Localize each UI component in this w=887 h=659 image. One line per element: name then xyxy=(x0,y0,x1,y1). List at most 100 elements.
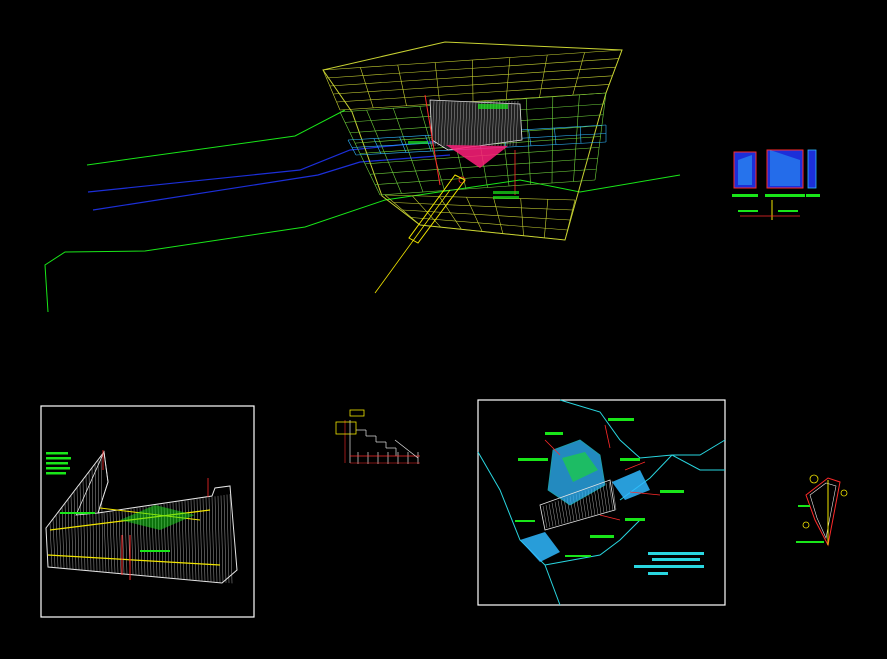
hatch-line xyxy=(88,472,92,571)
mesh-line xyxy=(419,224,566,241)
hatch-line xyxy=(455,100,459,147)
hatch-line xyxy=(91,468,95,571)
hatch-line xyxy=(602,483,608,513)
hatch-line xyxy=(67,499,71,569)
viewport-frame xyxy=(477,399,726,606)
hatch-line xyxy=(560,499,566,524)
hatch-line xyxy=(509,100,513,147)
hatch-line xyxy=(596,486,602,514)
mesh-line xyxy=(472,59,474,102)
hatch-line xyxy=(557,500,563,525)
hatch-line xyxy=(226,494,230,584)
hatch-line xyxy=(542,505,548,529)
hatch-line xyxy=(608,481,614,511)
hatch-line xyxy=(97,460,101,572)
mesh-line xyxy=(336,84,610,103)
mesh-line xyxy=(539,54,548,98)
hatch-line xyxy=(470,100,474,147)
hatch-line xyxy=(473,100,477,147)
hatch-line xyxy=(554,501,560,525)
conduit-pipe[interactable] xyxy=(374,174,466,294)
hatch-line xyxy=(611,480,617,510)
section-details[interactable] xyxy=(732,149,820,220)
hatch-line xyxy=(208,497,212,582)
hatch-line xyxy=(214,496,218,583)
terrain-mesh-upper xyxy=(322,41,623,241)
hatch-line xyxy=(190,499,194,580)
hatch-line xyxy=(443,100,447,147)
isometric-headwork-left[interactable] xyxy=(40,405,255,618)
mesh-line xyxy=(411,217,568,231)
mesh-line xyxy=(374,168,597,185)
hatch-line xyxy=(94,464,98,572)
hatch-line xyxy=(55,514,59,568)
hatch-line xyxy=(515,100,519,147)
small-detail[interactable] xyxy=(796,474,848,547)
profile-detail[interactable] xyxy=(335,409,420,464)
hatch-line xyxy=(205,497,209,582)
hatch-line xyxy=(452,100,456,147)
hatch-line xyxy=(467,100,471,147)
mesh-line xyxy=(333,75,613,95)
hatch-line xyxy=(449,100,453,147)
hatch-line xyxy=(506,100,510,147)
hatch-line xyxy=(220,495,224,583)
hatch-line xyxy=(434,100,438,147)
mesh-line xyxy=(322,69,341,111)
hatch-line xyxy=(437,100,441,147)
mesh-line xyxy=(326,58,619,79)
hatch-line xyxy=(548,503,554,527)
hatch-line xyxy=(64,503,68,569)
hatch-line xyxy=(79,483,83,570)
contour-line xyxy=(44,174,681,313)
mesh-line xyxy=(402,209,571,221)
hatch-line xyxy=(229,494,233,584)
site-plan-3d[interactable] xyxy=(44,41,681,313)
stilling-basin xyxy=(446,145,508,168)
hatch-line xyxy=(512,100,516,147)
mesh-line xyxy=(369,157,598,175)
hatch-line xyxy=(196,499,200,581)
mesh-line xyxy=(434,62,441,104)
hatch-line xyxy=(217,495,221,583)
view-title xyxy=(634,552,704,575)
hatch-line xyxy=(599,485,605,513)
mesh-line xyxy=(505,57,511,100)
intake-structure[interactable] xyxy=(408,94,523,199)
hatch-line xyxy=(223,494,227,583)
mesh-line xyxy=(605,49,623,94)
hatch-line xyxy=(545,504,551,528)
viewport-frame xyxy=(40,405,255,618)
hatch-line xyxy=(446,100,450,147)
isometric-headwork-right[interactable] xyxy=(477,399,726,606)
hatch-line xyxy=(202,498,206,581)
mesh-line xyxy=(322,49,623,71)
hatch-line xyxy=(605,482,611,512)
hatch-line xyxy=(52,518,56,568)
hatch-line xyxy=(193,499,197,581)
hatch-line xyxy=(82,479,86,571)
hatch-line xyxy=(199,498,203,581)
mesh-line xyxy=(572,52,585,96)
hatch-line xyxy=(76,487,80,570)
mesh-line xyxy=(397,64,407,106)
mesh-line xyxy=(360,67,374,108)
contour-line xyxy=(86,109,346,166)
hatch-line xyxy=(461,100,465,147)
hatch-line xyxy=(563,498,569,523)
hatch-line xyxy=(58,511,62,568)
hatch-line xyxy=(551,502,557,526)
mesh-line xyxy=(329,66,616,87)
mesh-line xyxy=(379,179,596,196)
hatch-line xyxy=(100,456,104,572)
hatch-line xyxy=(458,100,462,147)
hatch-line xyxy=(61,507,65,569)
mesh-line xyxy=(393,202,573,211)
hatch-line xyxy=(464,100,468,147)
river-bank-line xyxy=(92,154,451,211)
mesh-line xyxy=(384,194,576,201)
hatch-line xyxy=(440,100,444,147)
hatch-line xyxy=(593,487,599,515)
hatch-line xyxy=(211,496,215,582)
